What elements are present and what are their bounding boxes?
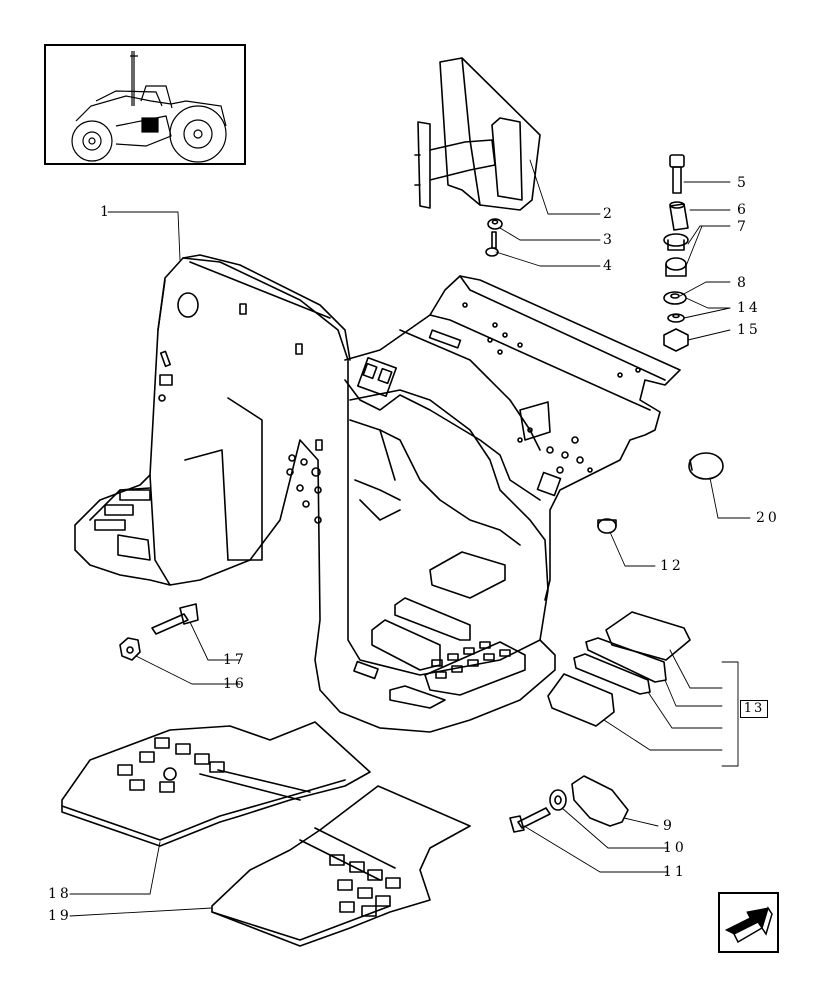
- spacer-6: [669, 201, 689, 231]
- pad-set-13: [547, 611, 691, 727]
- callout-14: 14: [737, 300, 761, 316]
- bush-12: [597, 518, 617, 534]
- callout-16: 16: [223, 676, 247, 692]
- callout-20: 20: [756, 510, 780, 526]
- washer-3: [487, 218, 503, 230]
- nut-15: [663, 328, 689, 352]
- bolt-4: [485, 231, 499, 257]
- arrow-back-icon: [724, 906, 773, 944]
- bolt-5: [669, 154, 685, 194]
- mount-7: [663, 233, 689, 277]
- bolt-11: [509, 807, 551, 833]
- callout-7: 7: [737, 219, 749, 235]
- callout-4: 4: [603, 258, 615, 274]
- washer-10: [549, 789, 567, 811]
- tractor-thumbnail: [44, 44, 246, 165]
- nut-16: [119, 637, 141, 661]
- platform-frame-part: [74, 254, 681, 733]
- callout-10: 10: [663, 840, 687, 856]
- previous-page-button[interactable]: [718, 892, 779, 953]
- plug-20: [688, 452, 724, 480]
- callout-3: 3: [603, 232, 615, 248]
- callout-2: 2: [603, 206, 615, 222]
- callout-19: 19: [48, 908, 72, 924]
- bolt-17: [151, 603, 199, 635]
- washer-8: [663, 291, 687, 305]
- bracket-part: [414, 57, 541, 211]
- plate-9: [571, 775, 629, 827]
- leader-lines: [69, 159, 751, 917]
- callout-13: 13: [740, 700, 768, 718]
- callout-18: 18: [48, 886, 72, 902]
- callout-8: 8: [737, 275, 749, 291]
- callout-9: 9: [663, 818, 675, 834]
- floor-mat-18: [61, 721, 371, 847]
- callout-12: 12: [660, 558, 684, 574]
- callout-11: 11: [663, 864, 687, 880]
- washer-14: [667, 313, 685, 323]
- callout-17: 17: [223, 652, 247, 668]
- callout-15: 15: [737, 322, 761, 338]
- tractor-thumbnail-icon: [71, 51, 227, 163]
- callout-5: 5: [737, 175, 749, 191]
- callout-6: 6: [737, 202, 749, 218]
- floor-mat-19: [211, 785, 471, 947]
- callout-1: 1: [100, 204, 112, 220]
